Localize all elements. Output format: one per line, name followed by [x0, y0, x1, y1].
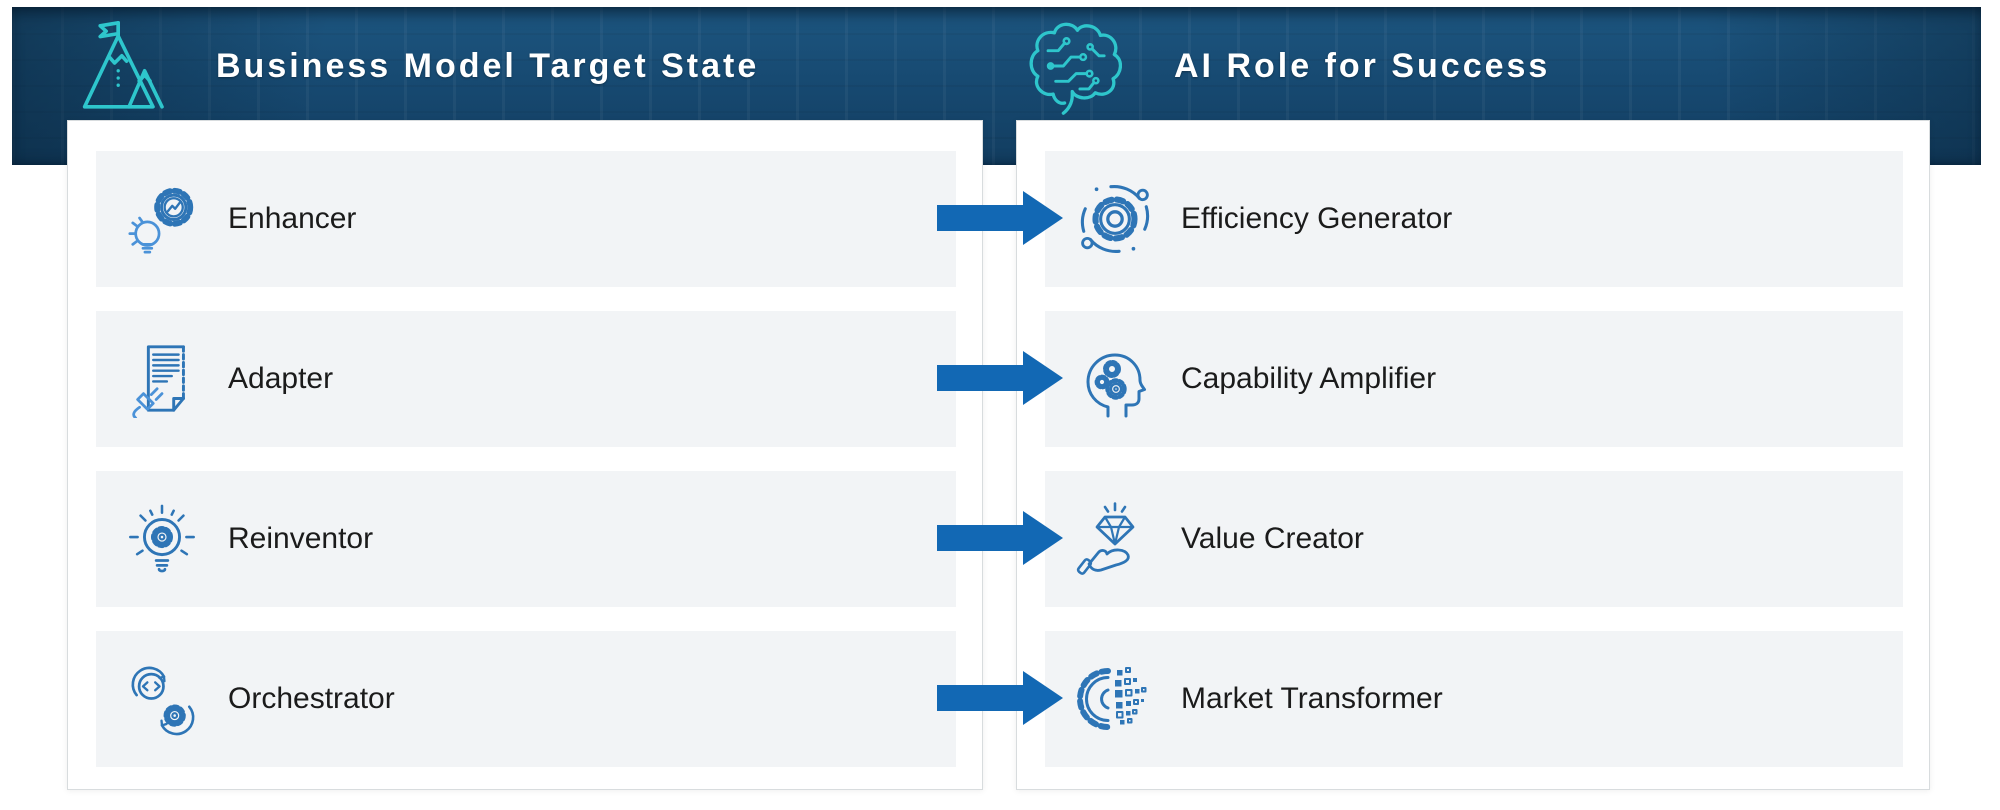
- right-item-row: Value Creator: [1045, 471, 1903, 607]
- right-item-row: Capability Amplifier: [1045, 311, 1903, 447]
- hand-diamond-icon: [1073, 497, 1157, 581]
- document-plug-icon: [120, 337, 204, 421]
- item-label: Value Creator: [1181, 522, 1364, 555]
- left-item-row: Adapter: [96, 311, 956, 447]
- item-label: Adapter: [228, 362, 334, 395]
- mountain-flag-icon: [75, 16, 171, 116]
- brain-circuit-icon: [1020, 15, 1122, 117]
- ai-role-panel: Efficiency Generator Capability Amplifie…: [1016, 120, 1930, 790]
- idea-gear-chart-icon: [120, 177, 204, 261]
- left-item-row: Enhancer: [96, 151, 956, 287]
- bulb-gear-icon: [120, 497, 204, 581]
- mapping-arrow: [937, 511, 1063, 565]
- gear-pixels-icon: [1073, 657, 1157, 741]
- header-left: Business Model Target State: [75, 7, 759, 125]
- item-label: Efficiency Generator: [1181, 202, 1453, 235]
- item-label: Enhancer: [228, 202, 357, 235]
- right-item-row: Market Transformer: [1045, 631, 1903, 767]
- header-right-title: AI Role for Success: [1174, 46, 1551, 85]
- mapping-arrow: [937, 191, 1063, 245]
- item-label: Capability Amplifier: [1181, 362, 1437, 395]
- item-label: Market Transformer: [1181, 682, 1443, 715]
- item-label: Orchestrator: [228, 682, 395, 715]
- mapping-arrow: [937, 351, 1063, 405]
- left-item-row: Reinventor: [96, 471, 956, 607]
- right-item-row: Efficiency Generator: [1045, 151, 1903, 287]
- mapping-arrow: [937, 671, 1063, 725]
- left-item-row: Orchestrator: [96, 631, 956, 767]
- code-gear-sync-icon: [120, 657, 204, 741]
- gear-orbit-icon: [1073, 177, 1157, 261]
- business-model-panel: Enhancer Adapter: [67, 120, 983, 790]
- header-right: AI Role for Success: [1020, 7, 1550, 125]
- head-gears-icon: [1073, 337, 1157, 421]
- item-label: Reinventor: [228, 522, 374, 555]
- header-left-title: Business Model Target State: [216, 46, 760, 85]
